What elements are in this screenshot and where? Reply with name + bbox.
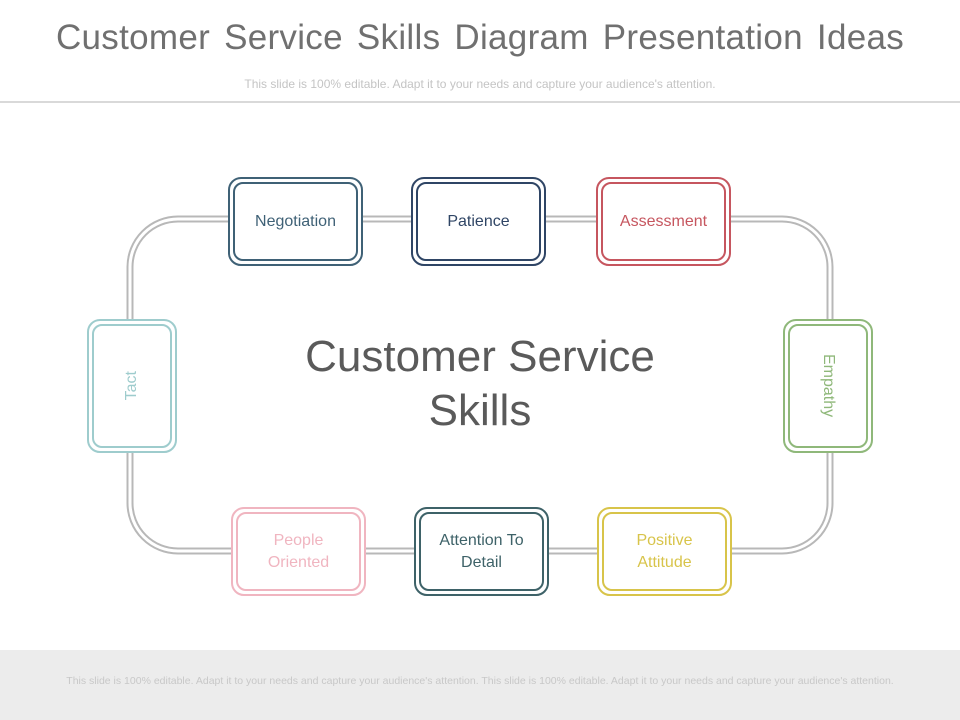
node-label-negotiation: Negotiation <box>255 212 336 230</box>
node-label-assessment: Assessment <box>619 212 708 230</box>
node-box-attention-to-detail <box>414 507 549 596</box>
slide-title: Customer Service Skills Diagram Presenta… <box>55 18 905 57</box>
node-empathy: Empathy <box>789 325 867 447</box>
node-label-tact: Tact <box>123 371 140 401</box>
node-label-attention-to-detail: Attention To Detail <box>439 531 524 571</box>
header-divider <box>0 101 960 103</box>
node-box-patience <box>411 177 546 266</box>
node-box-tact <box>87 319 177 453</box>
node-box-empathy <box>783 319 873 453</box>
node-label-people-oriented: People Oriented <box>267 531 330 571</box>
node-tact: Tact <box>93 325 171 447</box>
slide-subtitle: This slide is 100% editable. Adapt it to… <box>244 77 716 91</box>
node-label-positive-attitude: Positive Attitude <box>636 531 693 571</box>
node-box-positive-attitude <box>597 507 732 596</box>
footer-bar: This slide is 100% editable. Adapt it to… <box>0 650 960 720</box>
node-box-people-oriented <box>231 507 366 596</box>
center-title: Customer Service Skills <box>305 332 655 435</box>
node-box-negotiation <box>228 177 363 266</box>
footer-text: This slide is 100% editable. Adapt it to… <box>66 675 894 687</box>
node-box-assessment <box>596 177 731 266</box>
node-label-empathy: Empathy <box>820 354 837 418</box>
node-label-patience: Patience <box>447 212 510 230</box>
